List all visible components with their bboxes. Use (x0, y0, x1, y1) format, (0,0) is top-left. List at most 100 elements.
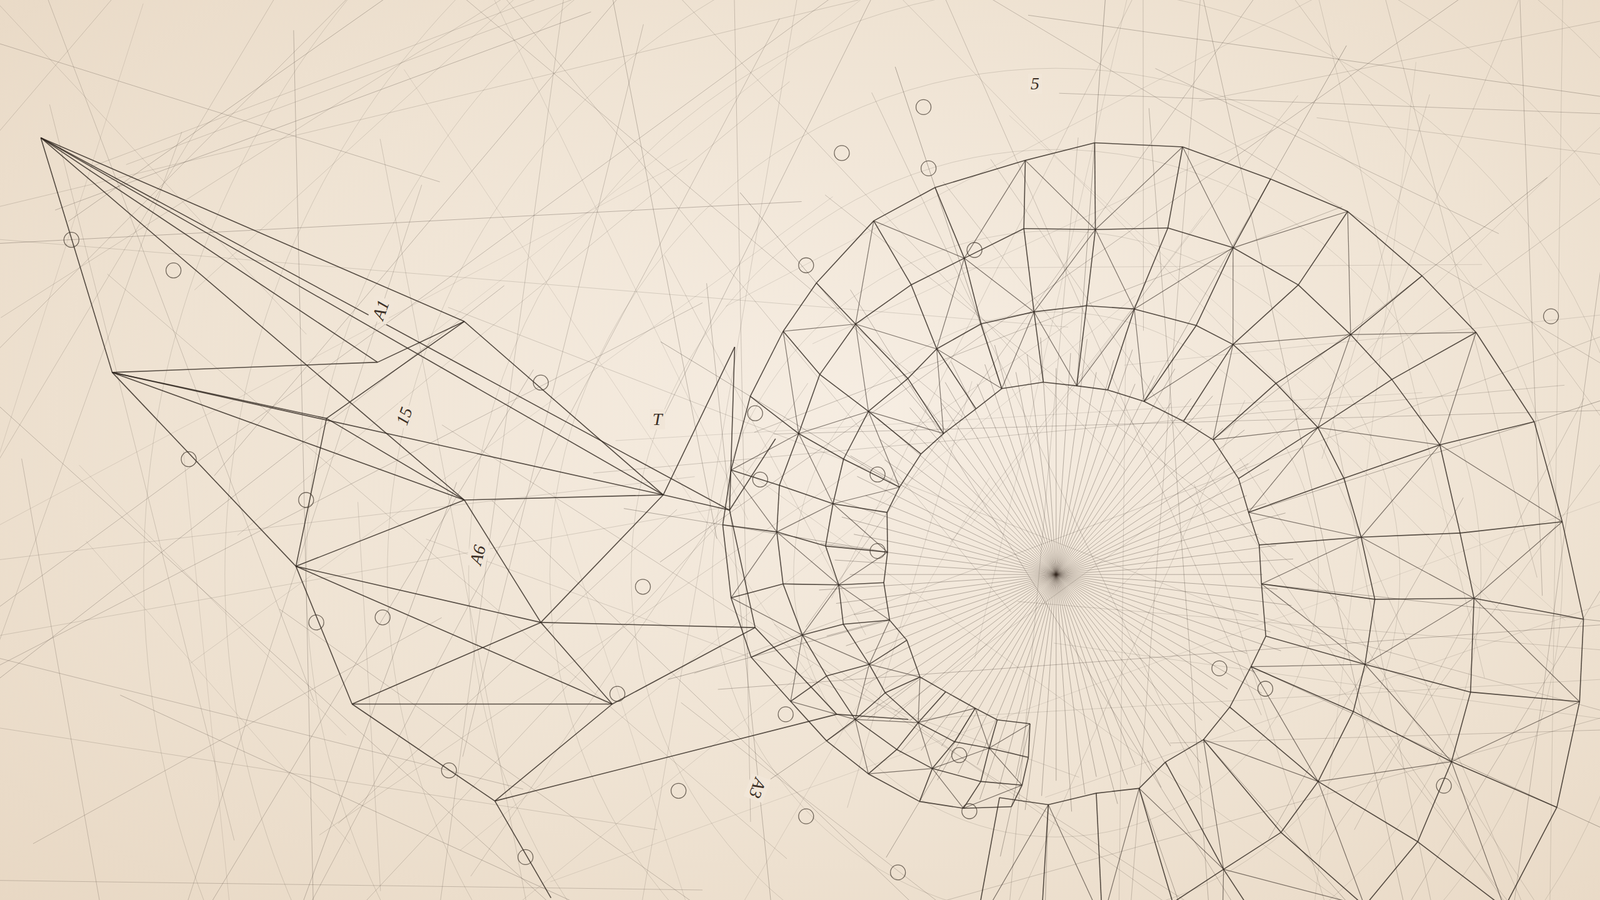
mesh-diagonal (1361, 537, 1475, 599)
mesh-diagonal (790, 701, 855, 720)
mesh-edge (1095, 228, 1169, 230)
mesh-edge (1375, 598, 1475, 600)
mesh-edge (921, 433, 944, 455)
mesh-edge (935, 187, 965, 259)
construction-line (754, 206, 1343, 433)
wing-edge (112, 372, 297, 567)
mesh-edge (886, 512, 889, 553)
mesh-diagonal (855, 220, 874, 324)
mesh-edge (1365, 599, 1375, 665)
construction-line (33, 617, 442, 844)
mesh-edge (1298, 211, 1348, 285)
construction-line (1316, 273, 1600, 855)
mesh-edge (954, 741, 989, 749)
mesh-edge (868, 378, 909, 412)
mesh-diagonal (1095, 229, 1135, 309)
radial-line (889, 574, 1057, 721)
radial-line (1056, 338, 1088, 575)
mesh-diagonal (936, 258, 965, 349)
projection-ray (1248, 367, 1600, 513)
construction-line (0, 302, 703, 850)
radial-line (850, 574, 1057, 575)
mesh-edge (1033, 305, 1087, 312)
construction-line (1265, 618, 1600, 724)
projection-ray (886, 708, 976, 858)
mesh-diagonal (936, 348, 1002, 389)
mesh-edge (1196, 247, 1234, 325)
construction-label: 5 (1028, 73, 1042, 94)
radial-line (1056, 428, 1224, 575)
mesh-diagonal (964, 160, 1026, 259)
callout-circle (375, 610, 390, 625)
construction-line (615, 392, 1423, 441)
mesh-diagonal (1261, 537, 1361, 585)
mesh-diagonal (1248, 512, 1362, 538)
callout-circle (533, 375, 549, 390)
construction-line (171, 185, 422, 900)
mesh-edge (932, 768, 982, 782)
mesh-edge (1223, 869, 1295, 900)
wing-edge (351, 704, 495, 802)
wing-edge (112, 372, 664, 495)
mesh-edge (1470, 691, 1580, 702)
mesh-edge (1298, 285, 1351, 335)
mesh-edge (1417, 761, 1452, 842)
mesh-diagonal (1223, 869, 1365, 900)
mesh-diagonal (1318, 334, 1351, 428)
mesh-edge (936, 348, 977, 409)
mesh-diagonal (1451, 761, 1505, 900)
construction-line (850, 0, 1262, 715)
construction-line (55, 11, 591, 210)
mesh-edge (779, 433, 799, 486)
construction-line (1301, 570, 1600, 900)
callout-circle (870, 466, 885, 482)
callout-circle (798, 808, 814, 824)
mesh-diagonal (731, 531, 777, 598)
construction-arc (387, 0, 1600, 900)
mesh-edge (750, 396, 799, 434)
construction-line (663, 0, 1050, 417)
mesh-edge (783, 331, 820, 375)
mesh-diagonal (1025, 160, 1096, 230)
callout-circle (166, 263, 182, 279)
radial-line (1055, 368, 1057, 575)
mesh-edge (1139, 761, 1166, 789)
mesh-edge (1353, 664, 1365, 712)
construction-line (1077, 0, 1600, 683)
mesh-diagonal (802, 585, 839, 635)
callout-circle (966, 242, 982, 258)
wing-edge (729, 510, 755, 628)
construction-line (79, 465, 347, 735)
radial-line (985, 364, 1057, 575)
mesh-edge (1562, 521, 1584, 620)
projection-ray (1261, 583, 1600, 640)
construction-line (858, 653, 1600, 900)
mesh-diagonal (1361, 445, 1440, 538)
mesh-edge (1261, 583, 1266, 637)
mesh-edge (1230, 706, 1319, 782)
radial-line (1056, 469, 1270, 575)
mesh-edge (1343, 478, 1362, 537)
mesh-diagonal (731, 433, 799, 470)
wing-edge (40, 137, 664, 495)
mesh-diagonal (855, 719, 869, 774)
construction-line (403, 69, 820, 692)
callout-circle (1211, 660, 1227, 676)
radial-line (1056, 574, 1255, 673)
mesh-diagonal (869, 664, 920, 677)
projection-ray (660, 341, 900, 488)
mesh-diagonal (1347, 211, 1351, 335)
radial-line (1055, 574, 1057, 781)
mesh-edge (1182, 146, 1271, 179)
construction-label: T (650, 409, 665, 430)
mesh-edge (932, 741, 955, 769)
mesh-edge (1318, 711, 1354, 782)
construction-line (293, 30, 316, 900)
construction-line (831, 0, 1312, 599)
construction-line (0, 236, 1069, 328)
construction-arc (225, 0, 1600, 900)
projection-ray (1213, 177, 1548, 440)
wing-edge (836, 714, 909, 720)
radial-line (1041, 574, 1057, 796)
mesh-edge (802, 635, 827, 677)
